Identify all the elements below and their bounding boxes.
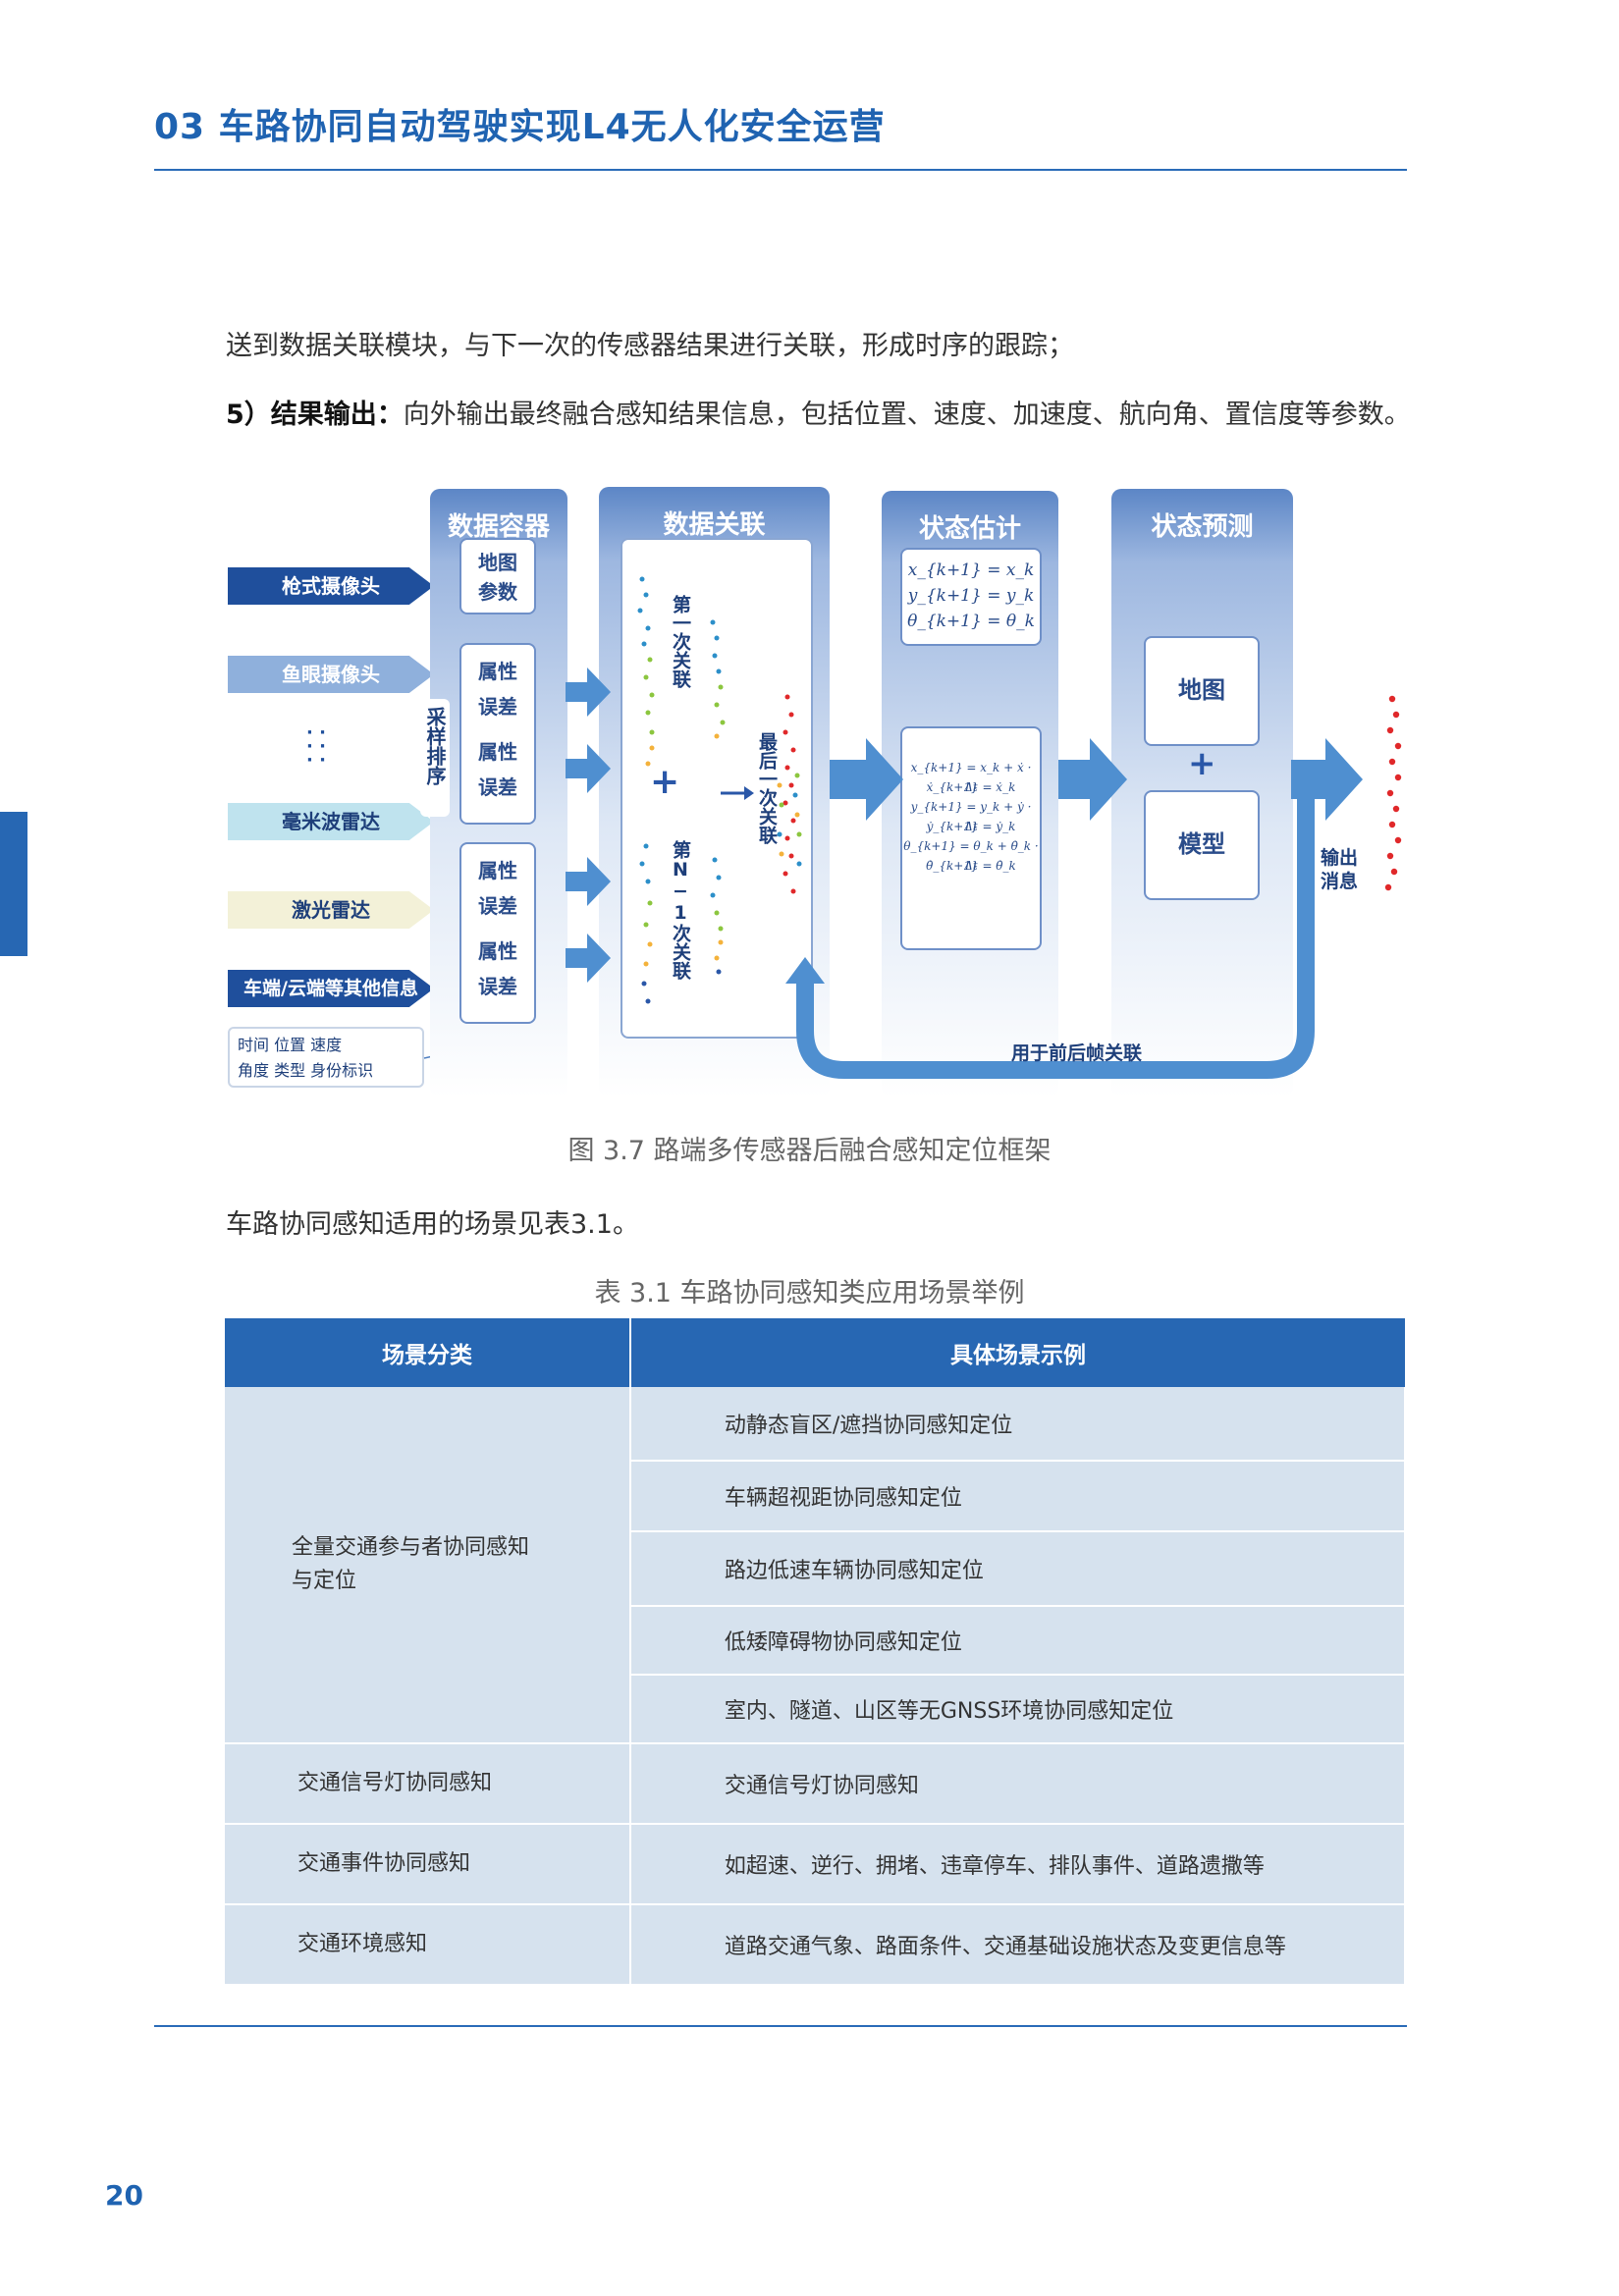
- equation-line: ẏ_{k+1} = ẏ_k: [926, 820, 1016, 833]
- model-label: 模型: [1178, 830, 1225, 858]
- paragraph-association: 送到数据关联模块，与下一次的传感器结果进行关联，形成时序的跟踪；: [226, 331, 1074, 361]
- error-label: 误差: [478, 975, 517, 998]
- example-cell: 动静态盲区/遮挡协同感知定位: [629, 1387, 1407, 1462]
- example-cell: 道路交通气象、路面条件、交通基础设施状态及变更信息等: [629, 1904, 1407, 1986]
- input-lidar: 激光雷达: [228, 891, 434, 929]
- data-association-title: 数据关联: [663, 510, 766, 540]
- input-ellipsis: · · · · · ·: [306, 722, 326, 771]
- example-cell: 交通信号灯协同感知: [629, 1743, 1407, 1825]
- sort-label-bg: [420, 699, 450, 817]
- sampling-sort-label: 采样排序: [423, 707, 447, 785]
- attribute-note-line-1: 时间 位置 速度: [238, 1036, 343, 1054]
- prediction-plus: +: [1188, 744, 1216, 783]
- example-cell: 室内、隧道、山区等无GNSS环境协同感知定位: [629, 1675, 1407, 1744]
- equation-line: ẋ_{k+1} = ẋ_k: [926, 780, 1016, 794]
- association-dots: [637, 576, 802, 1004]
- input-gun-camera: 枪式摄像头: [228, 567, 434, 605]
- state-estimation-title: 状态估计: [918, 514, 1021, 544]
- attr-label: 属性: [478, 859, 517, 882]
- example-cell: 车辆超视距协同感知定位: [629, 1461, 1407, 1532]
- last-association-label: 最后一次关联: [756, 732, 778, 844]
- association-plus: +: [650, 762, 680, 802]
- table-row: 车辆超视距协同感知定位: [225, 1461, 1407, 1532]
- map-label: 地图: [1178, 676, 1225, 704]
- error-label: 误差: [478, 775, 517, 799]
- figure-caption: 图 3.7 路端多传感器后融合感知定位框架: [567, 1136, 1052, 1166]
- table-caption: 表 3.1 车路协同感知类应用场景举例: [594, 1278, 1025, 1308]
- header-scenario-category: 场景分类: [225, 1318, 631, 1387]
- scenario-table: 场景分类 具体场景示例 全量交通参与者协同感知与定位 动静态盲区/遮挡协同感知定…: [225, 1318, 1407, 1986]
- error-label: 误差: [478, 695, 517, 719]
- simple-equation-theta: θ_{k+1} = θ_k: [907, 612, 1035, 631]
- paragraph-table-intro: 车路协同感知适用的场景见表3.1。: [226, 1209, 639, 1240]
- error-label: 误差: [478, 894, 517, 918]
- input-vehicle-cloud-info: 车端/云端等其他信息: [228, 970, 434, 1007]
- attr-error-box-2: 属性 误差 属性 误差: [459, 842, 536, 1024]
- header-scenario-examples: 具体场景示例: [629, 1318, 1405, 1387]
- equation-line: y_{k+1} = y_k + ẏ · Δt: [910, 800, 1032, 833]
- map-params-box: 地图 参数: [459, 538, 536, 614]
- footer-rule: [154, 2025, 1407, 2027]
- association-panel: 第一次关联 第N−1次关联 最后一次关联 +: [621, 538, 813, 1039]
- side-tab-marker: [0, 812, 27, 956]
- category-text: 全量交通参与者协同感知与定位: [292, 1535, 530, 1593]
- table-header-row: 场景分类 具体场景示例: [225, 1318, 1405, 1387]
- feedback-label: 用于前后帧关联: [1011, 1042, 1143, 1064]
- paragraph-result-output: 5）结果输出：向外输出最终融合感知结果信息，包括位置、速度、加速度、航向角、置信…: [226, 393, 1411, 431]
- chapter-title: 03 车路协同自动驾驶实现L4无人化安全运营: [154, 107, 886, 147]
- simple-equation-x: x_{k+1} = x_k: [907, 561, 1035, 580]
- category-cell: 交通事件协同感知: [225, 1824, 631, 1905]
- attribute-note-box: 时间 位置 速度 角度 类型 身份标识: [228, 1027, 424, 1088]
- equation-line: x_{k+1} = x_k + ẋ · Δt: [910, 761, 1032, 794]
- category-cell: 交通环境感知: [225, 1904, 631, 1986]
- data-container-title: 数据容器: [447, 512, 550, 542]
- equation-line: θ_{k+1} = θ_k + θ̇_k · Δt: [903, 839, 1039, 873]
- attr-label: 属性: [478, 740, 517, 764]
- header-rule: [154, 169, 1407, 171]
- input-fisheye-camera: 鱼眼摄像头: [228, 656, 434, 693]
- map-box: 地图: [1144, 636, 1260, 746]
- flow-arrows: [566, 667, 1402, 1079]
- nth-association-label: 第N−1次关联: [670, 840, 691, 980]
- simple-equation-y: y_{k+1} = y_k: [907, 586, 1035, 606]
- table-row: 交通信号灯协同感知 交通信号灯协同感知: [225, 1743, 1407, 1825]
- equation-line: θ̇_{k+1} = θ̇_k: [926, 859, 1016, 873]
- attr-error-box-1: 属性 误差 属性 误差: [459, 643, 536, 825]
- attribute-note-line-2: 角度 类型 身份标识: [238, 1061, 374, 1080]
- model-box: 模型: [1144, 790, 1260, 900]
- simple-equation-box: x_{k+1} = x_k y_{k+1} = y_k θ_{k+1} = θ_…: [900, 548, 1042, 646]
- input-mmwave-radar: 毫米波雷达: [228, 803, 434, 840]
- result-output-text: 向外输出最终融合感知结果信息，包括位置、速度、加速度、航向角、置信度等参数。: [403, 400, 1411, 430]
- map-params-text: 地图 参数: [478, 551, 517, 604]
- output-message-label: 输出消息: [1321, 847, 1359, 892]
- table-row: 路边低速车辆协同感知定位: [225, 1531, 1407, 1607]
- fusion-framework-diagram: 枪式摄像头 鱼眼摄像头 · · · · · · 毫米波雷达 激光雷达 车端/云端…: [216, 481, 1414, 1099]
- example-cell: 路边低速车辆协同感知定位: [629, 1531, 1407, 1607]
- page-number: 20: [105, 2179, 143, 2212]
- table-row: 低矮障碍物协同感知定位: [225, 1606, 1407, 1676]
- attr-label: 属性: [478, 939, 517, 963]
- table-row: 交通事件协同感知 如超速、逆行、拥堵、违章停车、排队事件、道路遗撒等: [225, 1824, 1407, 1905]
- table-row: 全量交通参与者协同感知与定位 动静态盲区/遮挡协同感知定位: [225, 1387, 1407, 1744]
- category-cell: 全量交通参与者协同感知与定位: [225, 1387, 631, 1744]
- state-prediction-title: 状态预测: [1151, 512, 1254, 542]
- full-equation-box: x_{k+1} = x_k + ẋ · Δt ẋ_{k+1} = ẋ_k y_{…: [900, 726, 1042, 950]
- result-output-label: 5）结果输出：: [226, 400, 404, 430]
- example-cell: 低矮障碍物协同感知定位: [629, 1606, 1407, 1676]
- example-cell: 如超速、逆行、拥堵、违章停车、排队事件、道路遗撒等: [629, 1824, 1407, 1905]
- category-cell: 交通信号灯协同感知: [225, 1743, 631, 1825]
- table-row: 交通环境感知 道路交通气象、路面条件、交通基础设施状态及变更信息等: [225, 1904, 1407, 1986]
- table-row: 室内、隧道、山区等无GNSS环境协同感知定位: [225, 1675, 1407, 1744]
- attr-label: 属性: [478, 660, 517, 683]
- first-association-label: 第一次关联: [670, 595, 691, 688]
